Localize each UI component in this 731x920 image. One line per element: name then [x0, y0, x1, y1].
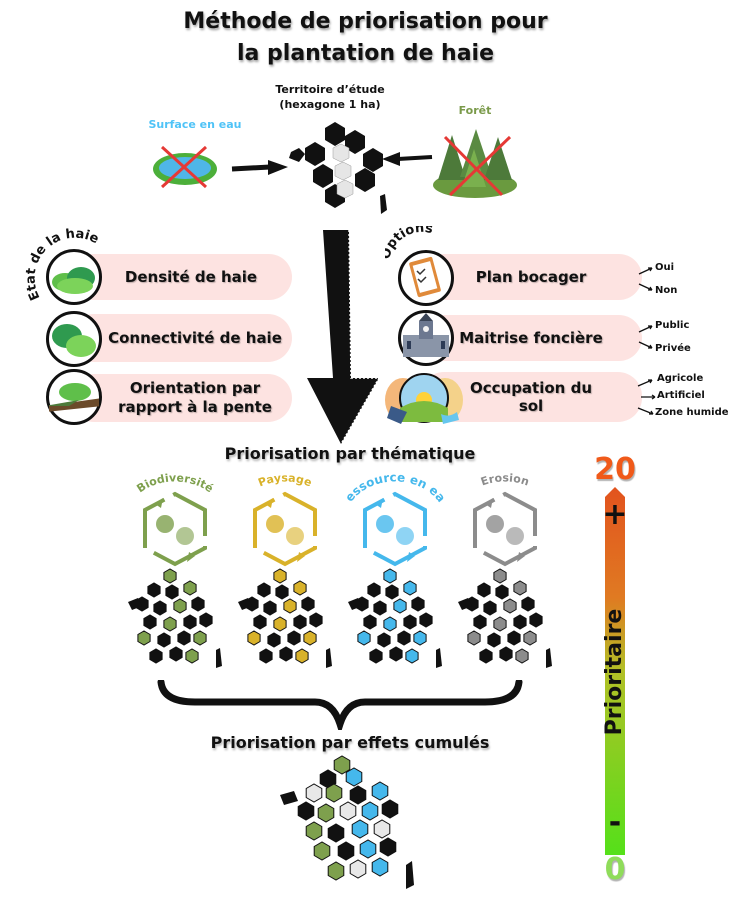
svg-text:Paysage: Paysage	[256, 471, 313, 489]
priority-gradient-bar	[605, 487, 625, 855]
page-title: Méthode de priorisation pour la plantati…	[183, 9, 548, 66]
hedge-connectivity-icon	[46, 311, 102, 367]
option-choice: Zone humide	[655, 407, 729, 418]
cumulative-priority-map	[280, 755, 414, 889]
theme-priority-map-2	[348, 568, 442, 668]
theme-label-2: Ressource en eau	[340, 466, 448, 505]
pill-land-control: Maitrise foncière	[420, 315, 642, 361]
theme-priority-map-3	[458, 568, 552, 668]
option-choice: Oui	[655, 262, 675, 273]
option-choice: Privée	[655, 343, 691, 354]
hedge-slope-icon	[45, 369, 103, 425]
arrow-right-icon	[231, 160, 288, 175]
cumulative-heading: Priorisation par effets cumulés	[210, 733, 490, 752]
theme-label-1: Paysage	[256, 471, 313, 489]
scale-min-label: 0	[604, 852, 626, 887]
territory-label: Territoire d’étude (hexagone 1 ha)	[275, 83, 385, 111]
option-choice: Artificiel	[657, 390, 705, 401]
forest-crossed-icon	[433, 129, 517, 198]
choice-arrows-icon	[638, 267, 653, 291]
theme-priority-map-1	[238, 568, 332, 668]
landscape-icon	[253, 491, 317, 567]
clipboard-checklist-icon	[398, 250, 454, 306]
erosion-icon	[473, 491, 537, 567]
option-choice: Non	[655, 285, 678, 296]
big-down-arrow-icon	[307, 229, 381, 445]
pill-hedge-connectivity: Connectivité de haie	[70, 314, 292, 362]
hedge-density-icon	[46, 249, 102, 305]
pill-hedge-density: Densité de haie	[70, 254, 292, 300]
pond-crossed-icon	[153, 145, 217, 189]
thematic-heading: Priorisation par thématique	[224, 444, 476, 463]
theme-priority-map-0	[128, 568, 222, 668]
town-hall-icon	[398, 310, 454, 366]
svg-text:Erosion: Erosion	[479, 471, 531, 488]
arrow-left-icon	[382, 152, 433, 166]
water-surface-label: Surface en eau	[148, 118, 242, 131]
pill-hedgerow-plan: Plan bocager	[420, 254, 642, 300]
theme-label-3: Erosion	[479, 471, 531, 488]
pill-hedge-slope: Orientation par rapport à la pente	[70, 374, 292, 422]
choice-arrows-icon	[638, 325, 653, 349]
forest-label: Forêt	[458, 104, 492, 117]
scale-axis-label: Prioritaire	[602, 608, 627, 736]
scale-minus-label: -	[608, 805, 622, 840]
choice-arrows-icon	[637, 379, 656, 415]
option-choice: Public	[655, 320, 690, 331]
option-choice: Agricole	[657, 373, 704, 384]
land-use-icon	[383, 368, 465, 426]
curly-brace-icon	[157, 680, 523, 730]
biodiversity-icon	[143, 491, 207, 567]
scale-plus-label: +	[602, 497, 628, 532]
france-hexagon-map	[289, 122, 387, 214]
theme-label-0: Biodiversité	[134, 471, 215, 495]
scale-max-label: 20	[594, 452, 636, 487]
water-resource-icon	[363, 491, 427, 567]
